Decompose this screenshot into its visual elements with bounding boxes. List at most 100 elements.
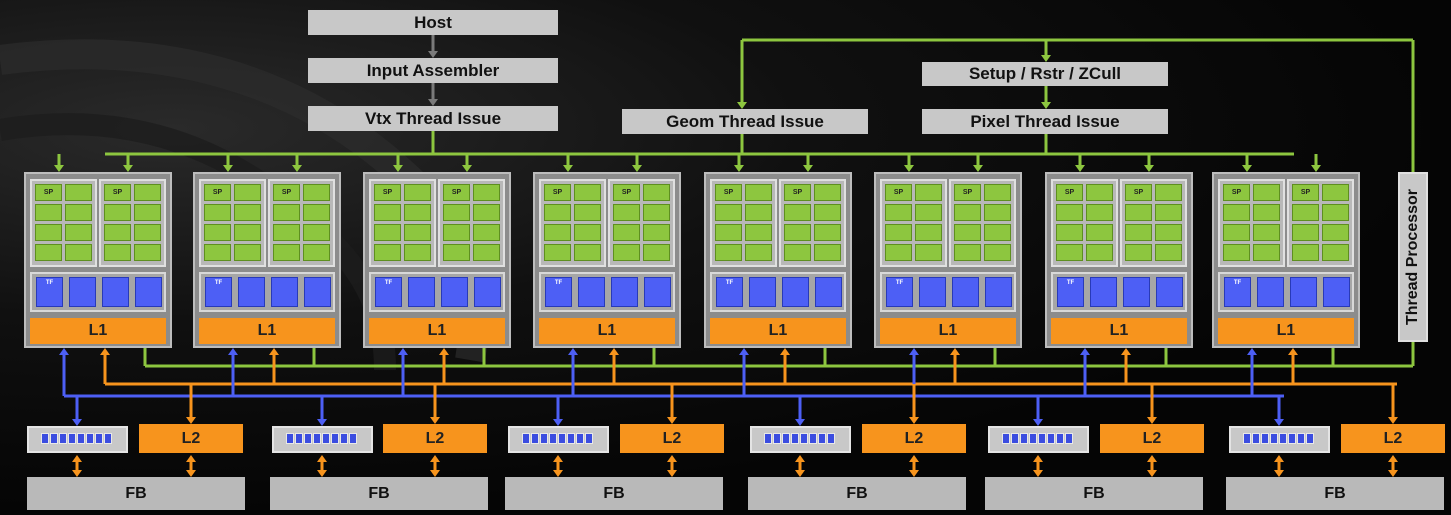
sp-unit — [574, 244, 601, 261]
rop-cell — [1279, 433, 1287, 444]
sp-group: SP — [710, 179, 777, 267]
sp-label: SP — [1231, 189, 1242, 196]
sp-unit — [234, 244, 261, 261]
sp-unit: SP — [374, 184, 401, 201]
rop-unit — [508, 426, 609, 453]
rop-cell — [68, 433, 76, 444]
sp-group: SP — [369, 179, 436, 267]
tf-unit — [815, 277, 842, 307]
sp-unit — [745, 204, 772, 221]
pixel-thread-issue-box: Pixel Thread Issue — [922, 109, 1168, 134]
texture-filter-row: TF — [880, 272, 1016, 312]
tf-label: TF — [214, 280, 223, 286]
sp-label: SP — [1300, 189, 1311, 196]
sp-unit — [745, 224, 772, 241]
rop-cell — [1047, 433, 1055, 444]
tf-unit — [271, 277, 298, 307]
rop-cell — [1297, 433, 1305, 444]
sp-unit — [613, 204, 640, 221]
tf-unit — [1090, 277, 1117, 307]
thread-processor-label: Thread Processor — [1404, 188, 1421, 326]
sp-unit — [954, 204, 981, 221]
sp-unit — [134, 244, 161, 261]
sp-unit: SP — [1056, 184, 1083, 201]
tf-label: TF — [45, 280, 54, 286]
sp-unit — [1155, 224, 1182, 241]
sp-unit — [885, 204, 912, 221]
sp-unit — [1125, 224, 1152, 241]
sp-group: SP — [539, 179, 606, 267]
rop-cell — [331, 433, 339, 444]
rop-cell — [1002, 433, 1010, 444]
sp-unit — [1253, 204, 1280, 221]
texture-filter-row: TF — [539, 272, 675, 312]
rop-cell — [340, 433, 348, 444]
sp-unit — [65, 224, 92, 241]
sp-unit — [1322, 224, 1349, 241]
rop-cell — [104, 433, 112, 444]
tf-unit — [782, 277, 809, 307]
sp-unit — [273, 224, 300, 241]
rop-cell — [773, 433, 781, 444]
sp-unit — [574, 224, 601, 241]
sp-unit — [374, 244, 401, 261]
sp-unit — [473, 184, 500, 201]
sp-unit — [303, 204, 330, 221]
sp-group: SP — [608, 179, 675, 267]
sp-unit — [784, 224, 811, 241]
tf-unit — [1323, 277, 1350, 307]
sp-label: SP — [1133, 189, 1144, 196]
sp-unit — [885, 224, 912, 241]
sp-unit: SP — [954, 184, 981, 201]
sp-unit: SP — [443, 184, 470, 201]
sp-label: SP — [212, 189, 223, 196]
sp-unit: SP — [1223, 184, 1250, 201]
tf-label: TF — [895, 280, 904, 286]
sp-unit — [613, 224, 640, 241]
tf-unit — [919, 277, 946, 307]
sp-unit — [1253, 244, 1280, 261]
tf-unit — [644, 277, 671, 307]
rop-cell — [522, 433, 530, 444]
sp-group: SP — [949, 179, 1016, 267]
sp-unit — [915, 224, 942, 241]
sp-unit — [1292, 244, 1319, 261]
sp-unit — [473, 244, 500, 261]
sp-unit — [473, 224, 500, 241]
sp-unit — [544, 244, 571, 261]
rop-unit — [750, 426, 851, 453]
sp-unit: SP — [1292, 184, 1319, 201]
sp-unit — [134, 224, 161, 241]
sp-group: SP — [30, 179, 97, 267]
rop-cell — [764, 433, 772, 444]
rop-unit — [272, 426, 373, 453]
sp-group: SP — [1120, 179, 1187, 267]
tf-unit: TF — [886, 277, 913, 307]
rop-cell — [95, 433, 103, 444]
sp-unit — [984, 184, 1011, 201]
rop-cell — [304, 433, 312, 444]
l2-cache: L2 — [383, 424, 487, 453]
texture-filter-row: TF — [199, 272, 335, 312]
input-assembler-box: Input Assembler — [308, 58, 558, 83]
sp-label: SP — [962, 189, 973, 196]
sp-group: SP — [1287, 179, 1354, 267]
sp-unit — [65, 184, 92, 201]
sp-label: SP — [382, 189, 393, 196]
l2-cache: L2 — [1341, 424, 1445, 453]
tf-unit — [1290, 277, 1317, 307]
sp-unit: SP — [273, 184, 300, 201]
sp-group: SP — [99, 179, 166, 267]
sp-label: SP — [112, 189, 123, 196]
sp-unit: SP — [544, 184, 571, 201]
sp-unit — [544, 224, 571, 241]
rop-cell — [1038, 433, 1046, 444]
l1-cache: L1 — [199, 318, 335, 344]
sp-label: SP — [621, 189, 632, 196]
sp-unit — [1086, 224, 1113, 241]
rop-cell — [585, 433, 593, 444]
sp-unit — [1155, 184, 1182, 201]
